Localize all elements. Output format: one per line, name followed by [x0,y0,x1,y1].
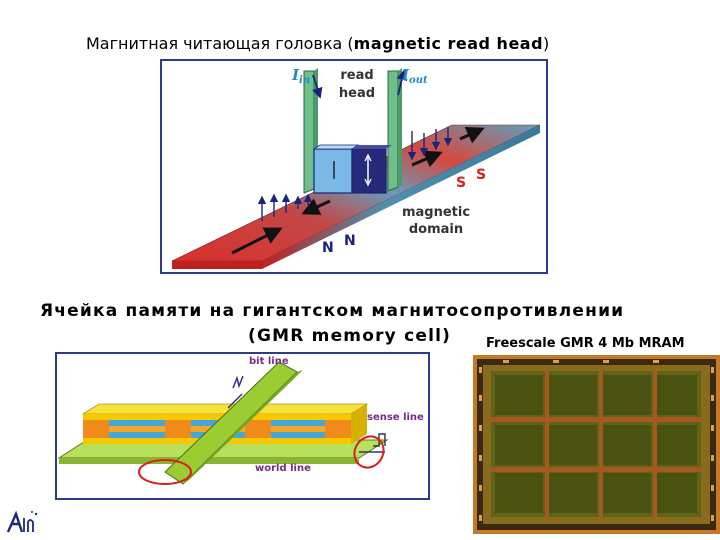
current-out-arrow [396,69,408,96]
current-out-label: Iout [401,66,428,86]
current-in-label: Iin [291,66,310,86]
title-ru: Магнитная читающая головка ( [86,34,354,53]
strip-side-edge [262,125,540,269]
title-en: magnetic read head [353,34,544,53]
field-lines-down [407,127,453,161]
sense-line-label: sense line [367,412,424,423]
word-line-label: world line [255,463,311,474]
pole-s-label: S [476,167,486,183]
title-close: ) [543,34,550,53]
field-lines-up [257,193,313,221]
current-in-arrow [312,74,323,99]
domain-arrow [301,198,331,215]
gmr-cell-diagram: bit line sense line world line [55,352,430,500]
logo-mark [6,510,38,533]
domain-arrow [231,227,283,255]
head-leg-left [303,70,315,194]
read-head-label-line2: head [339,86,375,101]
read-head-label-line1: read [340,68,373,83]
pole-s-label: S [456,175,466,191]
mram-chip-photo [473,355,720,534]
chip-die-image [473,355,720,534]
field-loop-bottom [138,459,192,485]
gmr-title-line1: Ячейка памяти на гигантском магнитосопро… [40,301,625,321]
institute-logo [6,508,40,536]
bit-current-arrow [227,393,243,409]
magnetic-domain-label-line1: magnetic [402,205,470,220]
gmr-title-line2: (GMR memory cell) [248,326,452,346]
field-loop-right [353,435,385,469]
read-head-title: Магнитная читающая головка (magnetic rea… [86,34,549,53]
strip-front-edge [172,261,262,269]
magnetic-domain-label-line2: domain [409,222,463,237]
sense-pulse [373,433,386,447]
head-leg-right-side [398,68,402,187]
chip-caption: Freescale GMR 4 Mb MRAM [486,336,685,351]
gmr-cell-illustration: bit line sense line world line [57,356,424,485]
read-head-illustration: Iin Iout read head magnetic domain S S N… [171,66,541,269]
head-leg-right [387,70,399,192]
bit-line-label: bit line [249,356,289,367]
pole-n-label: N [344,233,356,249]
domain-arrow [459,127,485,144]
pole-n-label: N [322,240,334,256]
read-head-diagram: Iin Iout read head magnetic domain S S N… [160,59,548,274]
domain-arrow [411,150,443,168]
bit-current-arrow [232,375,244,389]
sensor-free-layer [313,148,353,194]
